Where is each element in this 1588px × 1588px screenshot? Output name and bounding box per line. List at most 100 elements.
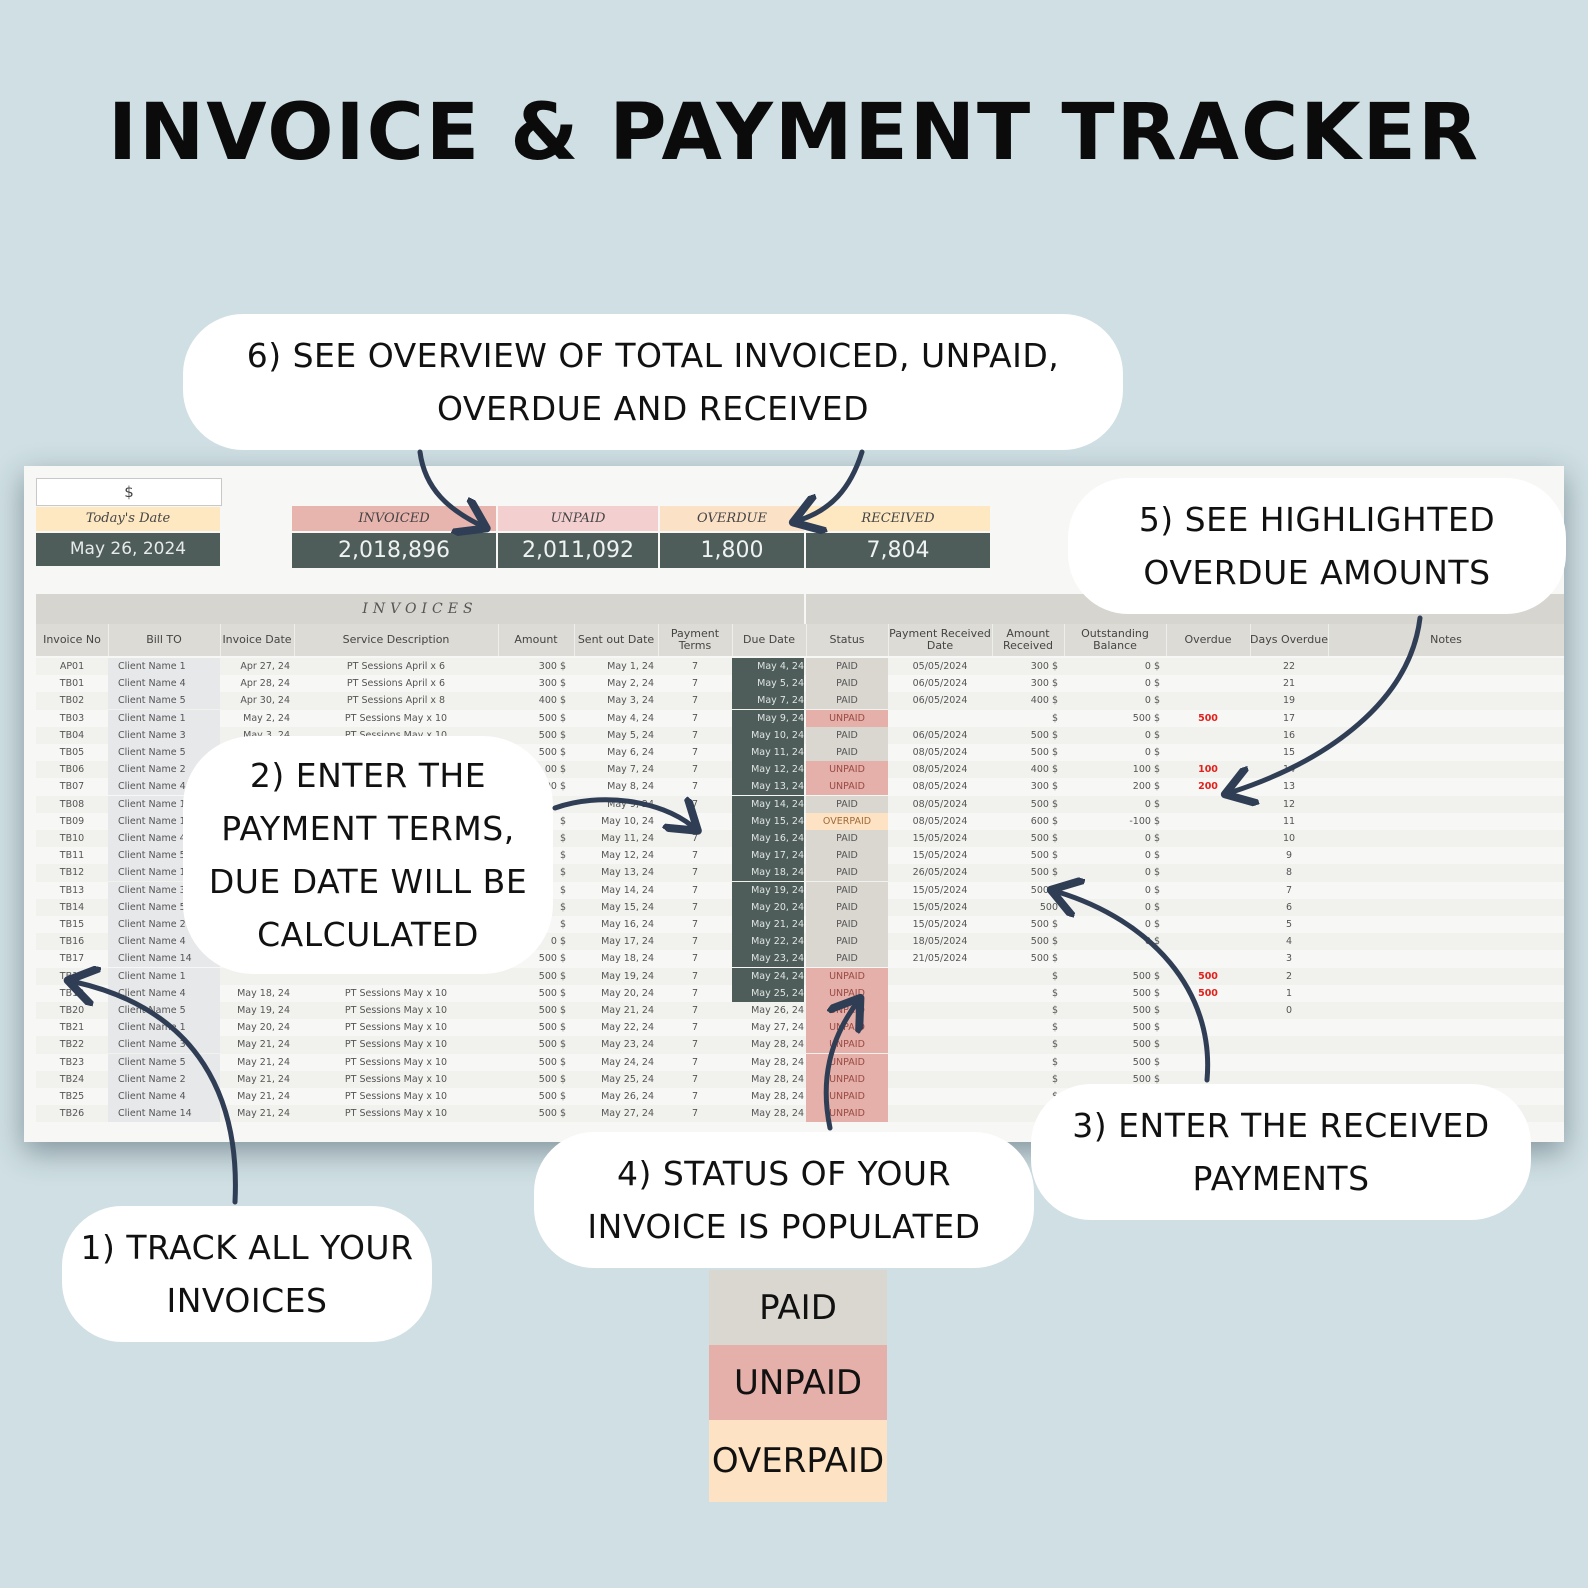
cell-invoice-date[interactable]: May 21, 24 bbox=[237, 1108, 290, 1120]
cell-invoice-no[interactable]: TB16 bbox=[59, 936, 85, 948]
cell-amount[interactable]: 500 $ bbox=[538, 712, 566, 724]
cell-amount[interactable]: 00 $ bbox=[544, 781, 566, 793]
cell-sent-out-date[interactable]: May 3, 24 bbox=[607, 695, 654, 707]
cell-due-date[interactable]: May 16, 24 bbox=[732, 830, 804, 847]
cell-outstanding-balance[interactable]: 0 $ bbox=[1144, 678, 1160, 690]
cell-bill-to[interactable]: Client Name 3 bbox=[108, 726, 220, 744]
cell-service-description[interactable]: PT Sessions April x 6 bbox=[346, 678, 446, 690]
cell-amount[interactable]: 500 $ bbox=[538, 1056, 566, 1068]
cell-sent-out-date[interactable]: May 25, 24 bbox=[601, 1073, 654, 1085]
cell-service-description[interactable]: PT Sessions May x 10 bbox=[344, 1039, 448, 1051]
cell-days-overdue[interactable]: 1 bbox=[1285, 987, 1293, 999]
cell-payment-received-date[interactable]: 15/05/2024 bbox=[912, 884, 968, 896]
cell-payment-received-date[interactable]: 15/05/2024 bbox=[912, 850, 968, 862]
cell-sent-out-date[interactable]: May 5, 24 bbox=[607, 729, 654, 741]
cell-bill-to[interactable]: Client Name 5 bbox=[108, 744, 220, 761]
cell-days-overdue[interactable]: 22 bbox=[1282, 661, 1296, 672]
cell-days-overdue[interactable]: 8 bbox=[1285, 867, 1293, 879]
cell-invoice-no[interactable]: TB02 bbox=[59, 695, 85, 707]
cell-amount[interactable]: 500 $ bbox=[538, 1073, 566, 1085]
cell-payment-received-date[interactable]: 21/05/2024 bbox=[912, 953, 968, 965]
cell-sent-out-date[interactable]: May 26, 24 bbox=[601, 1091, 654, 1102]
cell-sent-out-date[interactable]: May 11, 24 bbox=[601, 833, 654, 844]
cell-sent-out-date[interactable]: May 23, 24 bbox=[601, 1039, 654, 1051]
cell-status[interactable]: PAID bbox=[806, 675, 888, 693]
cell-bill-to[interactable]: Client Name 1 bbox=[108, 1019, 220, 1037]
cell-amount[interactable]: $ bbox=[559, 850, 566, 862]
cell-due-date[interactable]: May 9, 24 bbox=[732, 709, 804, 727]
cell-overdue[interactable]: 500 bbox=[1198, 970, 1218, 982]
cell-payment-received-date[interactable]: 26/05/2024 bbox=[912, 867, 968, 879]
cell-service-description[interactable]: PT Sessions May x 10 bbox=[294, 727, 498, 744]
cell-bill-to[interactable]: Client Name 5 bbox=[108, 692, 220, 710]
cell-outstanding-balance[interactable]: 0 $ bbox=[1144, 850, 1160, 862]
cell-amount-received[interactable]: $ bbox=[1051, 1005, 1058, 1016]
cell-payment-terms[interactable]: 7 bbox=[691, 919, 699, 930]
cell-status[interactable]: PAID bbox=[806, 795, 888, 813]
cell-due-date[interactable]: May 25, 24 bbox=[732, 984, 804, 1002]
cell-due-date[interactable]: May 28, 24 bbox=[751, 1073, 804, 1085]
cell-payment-received-date[interactable]: 06/05/2024 bbox=[912, 695, 968, 707]
cell-due-date[interactable]: May 10, 24 bbox=[732, 726, 804, 744]
cell-payment-terms[interactable]: 7 bbox=[691, 695, 699, 707]
cell-status[interactable]: PAID bbox=[806, 881, 888, 899]
cell-payment-terms[interactable]: 7 bbox=[691, 1022, 699, 1034]
cell-amount-received[interactable]: $ bbox=[1051, 1073, 1058, 1085]
cell-invoice-no[interactable]: TB22 bbox=[59, 1039, 85, 1051]
cell-due-date[interactable]: May 28, 24 bbox=[751, 1039, 804, 1051]
cell-days-overdue[interactable]: 19 bbox=[1282, 695, 1296, 707]
cell-payment-terms[interactable]: 7 bbox=[691, 1039, 699, 1051]
cell-due-date[interactable]: May 23, 24 bbox=[732, 950, 804, 968]
cell-amount[interactable]: $ bbox=[559, 815, 566, 827]
cell-invoice-date[interactable]: May 3, 24 bbox=[220, 727, 290, 744]
cell-invoice-no[interactable]: AP01 bbox=[59, 661, 85, 672]
cell-amount-received[interactable]: 300 $ bbox=[1030, 661, 1058, 672]
cell-invoice-date[interactable]: May 21, 24 bbox=[237, 1091, 290, 1102]
cell-amount[interactable]: 500 $ bbox=[538, 970, 566, 982]
cell-payment-received-date[interactable]: 06/05/2024 bbox=[912, 678, 968, 690]
cell-sent-out-date[interactable]: May 8, 24 bbox=[607, 781, 654, 793]
cell-outstanding-balance[interactable]: 500 $ bbox=[1132, 987, 1160, 999]
cell-sent-out-date[interactable]: May 6, 24 bbox=[607, 747, 654, 758]
cell-amount-received[interactable]: 500 $ bbox=[1030, 919, 1058, 930]
cell-due-date[interactable]: May 4, 24 bbox=[732, 658, 804, 675]
cell-sent-out-date[interactable]: May 20, 24 bbox=[601, 987, 654, 999]
cell-status[interactable]: PAID bbox=[806, 933, 888, 951]
cell-amount[interactable]: 0 $ bbox=[550, 936, 566, 948]
cell-amount-received[interactable]: 300 $ bbox=[1030, 781, 1058, 793]
cell-outstanding-balance[interactable]: 0 $ bbox=[1144, 661, 1160, 672]
cell-outstanding-balance[interactable]: 0 $ bbox=[1144, 901, 1160, 913]
cell-days-overdue[interactable]: 2 bbox=[1285, 970, 1293, 982]
cell-amount-received[interactable]: 500 $ bbox=[1030, 747, 1058, 758]
cell-amount-received[interactable]: 500 $ bbox=[1030, 867, 1058, 879]
cell-invoice-no[interactable]: TB10 bbox=[59, 833, 85, 844]
cell-bill-to[interactable]: Client Name 14 bbox=[108, 950, 220, 968]
cell-due-date[interactable]: May 28, 24 bbox=[751, 1091, 804, 1102]
cell-days-overdue[interactable]: 3 bbox=[1285, 953, 1293, 965]
cell-payment-terms[interactable]: 7 bbox=[691, 747, 699, 758]
cell-amount[interactable]: 500 $ bbox=[538, 1108, 566, 1120]
cell-service-description[interactable]: PT Sessions May x 10 bbox=[344, 987, 448, 999]
cell-bill-to[interactable]: Client Name 14 bbox=[108, 1105, 220, 1123]
cell-amount-received[interactable]: 300 $ bbox=[1030, 678, 1058, 690]
cell-sent-out-date[interactable]: May 15, 24 bbox=[601, 901, 654, 913]
cell-outstanding-balance[interactable]: 0 $ bbox=[1144, 919, 1160, 930]
cell-outstanding-balance[interactable]: 0 $ bbox=[1144, 884, 1160, 896]
cell-sent-out-date[interactable]: May 19, 24 bbox=[601, 970, 654, 982]
cell-outstanding-balance[interactable]: 500 $ bbox=[1132, 970, 1160, 982]
cell-status[interactable]: PAID bbox=[806, 830, 888, 847]
cell-due-date[interactable]: May 28, 24 bbox=[751, 1108, 804, 1120]
cell-overdue[interactable]: 500 bbox=[1198, 987, 1218, 999]
cell-amount-received[interactable]: $ bbox=[1051, 970, 1058, 982]
cell-days-overdue[interactable]: 7 bbox=[1285, 884, 1293, 896]
cell-due-date[interactable]: May 22, 24 bbox=[732, 933, 804, 951]
cell-sent-out-date[interactable]: May 17, 24 bbox=[601, 936, 654, 948]
cell-sent-out-date[interactable]: May 2, 24 bbox=[607, 678, 654, 690]
cell-days-overdue[interactable]: 12 bbox=[1282, 798, 1296, 810]
cell-invoice-date[interactable]: May 2, 24 bbox=[243, 712, 290, 724]
